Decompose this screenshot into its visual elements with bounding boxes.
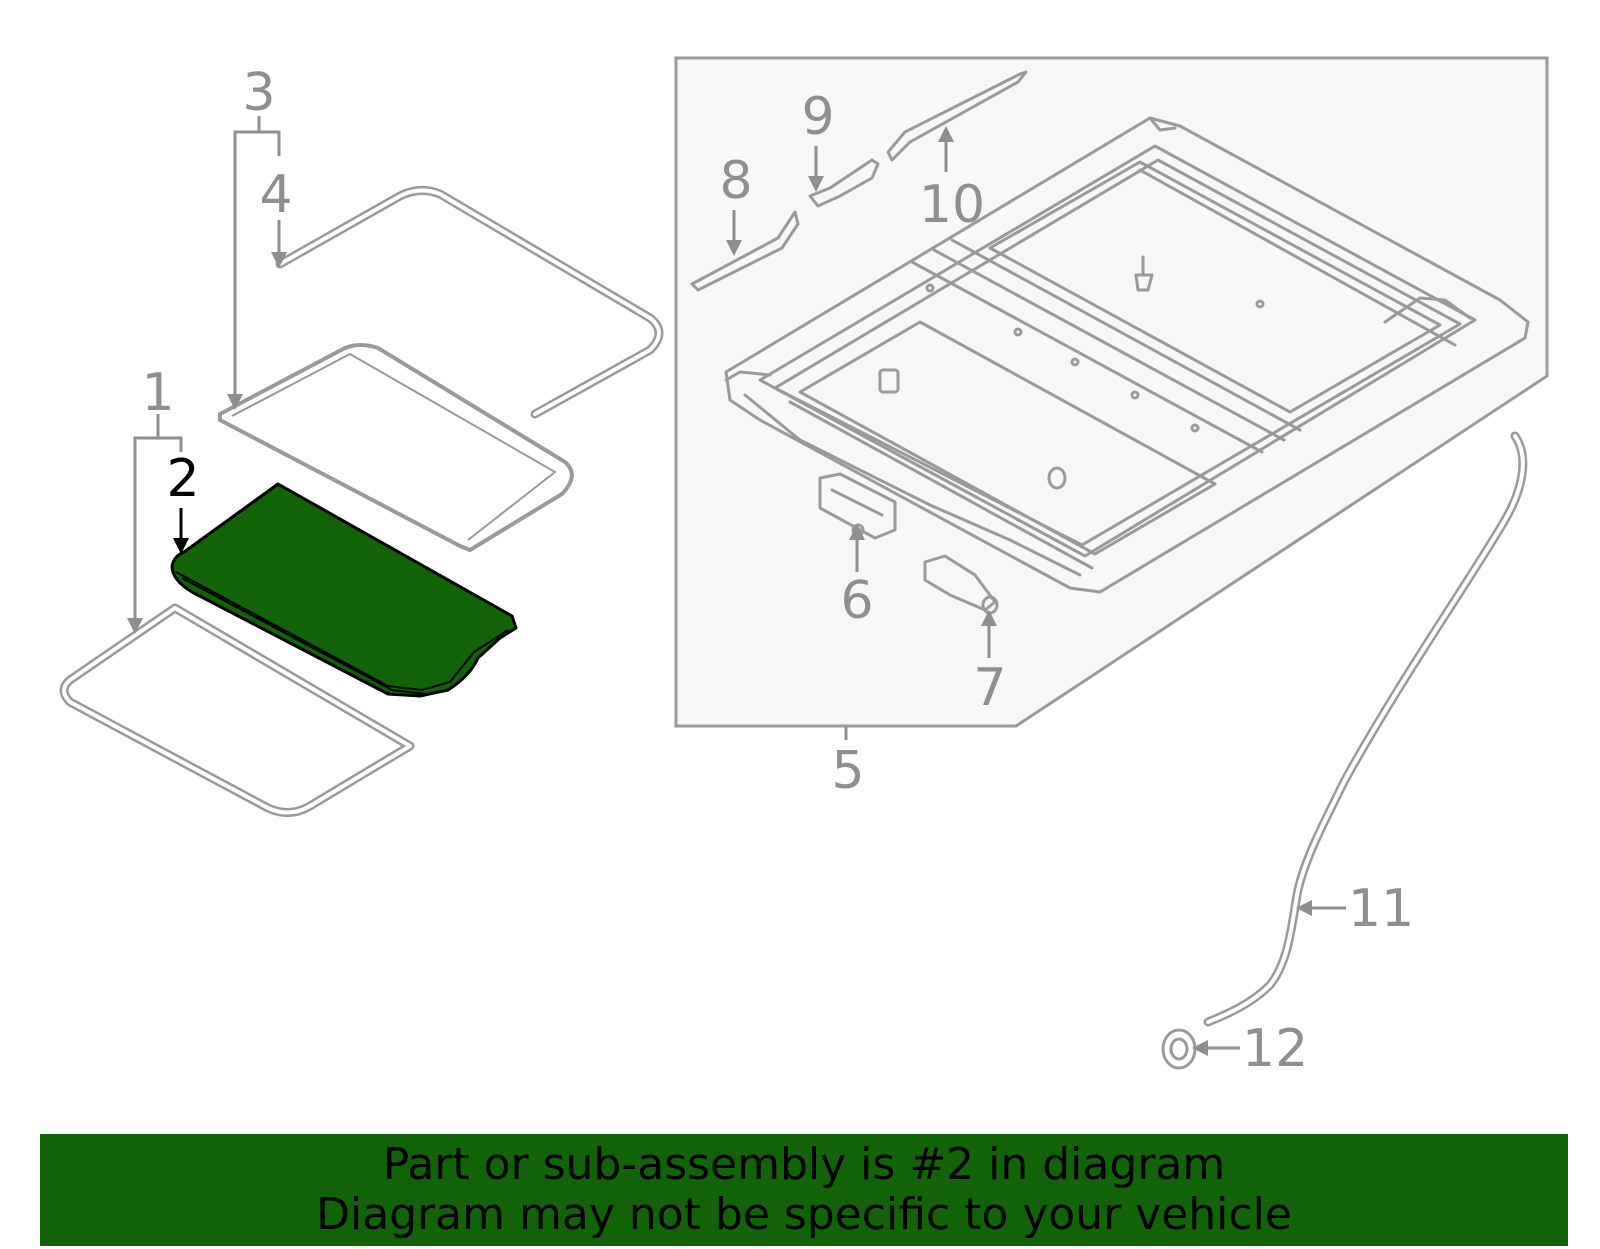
frame-assembly-box <box>674 56 1549 728</box>
callout-4: 4 <box>259 165 292 225</box>
part-6-bracket <box>818 472 897 540</box>
part-4-seal <box>275 186 664 419</box>
callout-12: 12 <box>1242 1019 1308 1079</box>
part-10-strip <box>886 70 1028 162</box>
callout-3: 3 <box>242 63 275 123</box>
part-8-strip <box>690 210 800 292</box>
banner-line-2: Diagram may not be specific to your vehi… <box>316 1189 1292 1240</box>
part-2-sunshade-highlighted[interactable] <box>170 482 518 698</box>
callout-1: 1 <box>141 363 174 423</box>
callout-10: 10 <box>919 175 985 235</box>
part-1-seal-frame <box>59 603 415 817</box>
part-9-bracket <box>808 158 880 208</box>
callout-5: 5 <box>831 741 864 801</box>
callout-11: 11 <box>1348 879 1414 939</box>
banner-line-1: Part or sub-assembly is #2 in diagram <box>382 1139 1226 1190</box>
sunroof-frame-drawing <box>724 116 1530 594</box>
callout-6: 6 <box>840 571 873 631</box>
part-11-drain-hose <box>1203 431 1528 1027</box>
leader-lines <box>127 116 1346 1056</box>
info-banner: Part or sub-assembly is #2 in diagram Di… <box>40 1134 1568 1246</box>
part-12-grommet <box>1161 1028 1197 1070</box>
callout-numbers: 1 2 3 4 5 6 7 8 9 10 11 12 <box>141 63 1414 1079</box>
callout-9: 9 <box>801 87 834 147</box>
callout-7: 7 <box>973 658 1006 718</box>
callout-8: 8 <box>719 151 752 211</box>
callout-2: 2 <box>166 449 199 509</box>
part-3-glass <box>218 343 574 552</box>
